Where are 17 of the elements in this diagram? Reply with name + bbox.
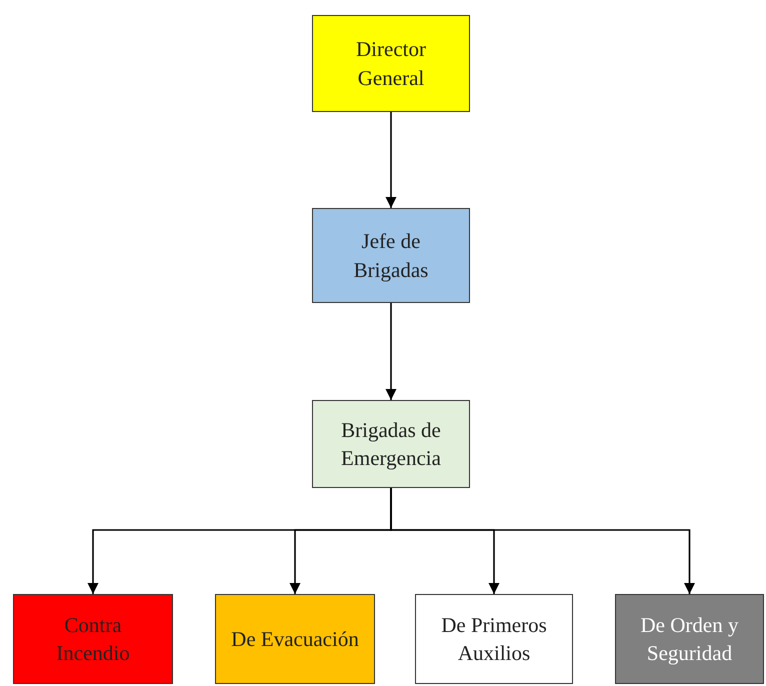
org-box bbox=[415, 594, 573, 684]
org-box bbox=[312, 208, 470, 303]
org-box bbox=[615, 594, 764, 684]
box-label: Brigadas de Emergencia bbox=[340, 416, 442, 472]
box-label: De Evacuación bbox=[231, 626, 359, 653]
box-label: De Primeros Auxilios bbox=[440, 612, 548, 667]
org-box bbox=[13, 594, 173, 684]
org-box bbox=[312, 400, 470, 488]
box-label: Contra Incendio bbox=[55, 612, 131, 667]
arrow bbox=[385, 303, 397, 400]
arrow bbox=[390, 488, 696, 594]
org-box bbox=[312, 15, 470, 112]
box-label: De Orden y Seguridad bbox=[640, 612, 740, 667]
box-label: Director General bbox=[355, 36, 427, 92]
arrow bbox=[385, 112, 397, 208]
org-box bbox=[215, 594, 375, 684]
box-label: Jefe de Brigadas bbox=[352, 228, 430, 284]
